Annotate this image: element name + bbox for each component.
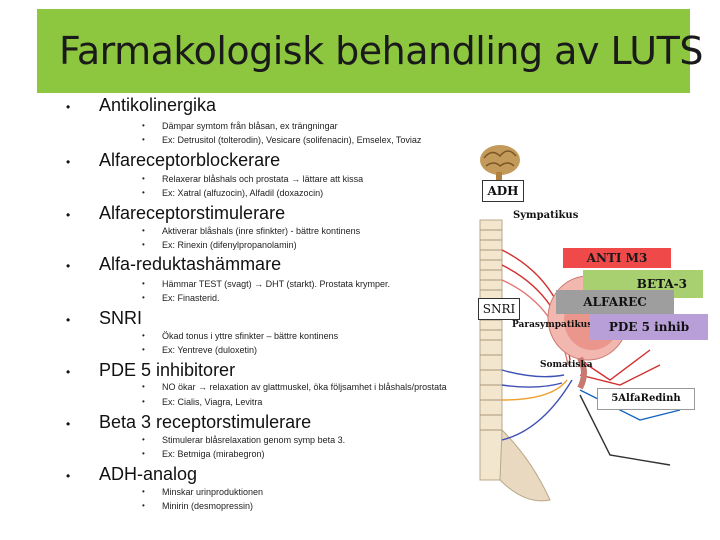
label-pde5: PDE 5 inhib [590, 314, 708, 340]
label-parasympatikus: Parasympatikus [512, 320, 593, 330]
spinal-column [479, 219, 551, 502]
label-snri: SNRI [478, 298, 520, 320]
label-anti-m3: ANTI M3 [563, 248, 671, 268]
label-sympatikus: Sympatikus [513, 210, 579, 221]
page-title: Farmakologisk behandling av LUTS [59, 29, 703, 73]
brain-illustration [480, 145, 520, 182]
label-5alfaredinh: 5AlfaRedinh [597, 388, 695, 410]
label-adh: ADH [482, 180, 524, 202]
label-somatiska: Somatiska [540, 360, 593, 370]
label-alfarec: ALFAREC [556, 290, 674, 314]
title-bar: Farmakologisk behandling av LUTS [37, 9, 703, 93]
